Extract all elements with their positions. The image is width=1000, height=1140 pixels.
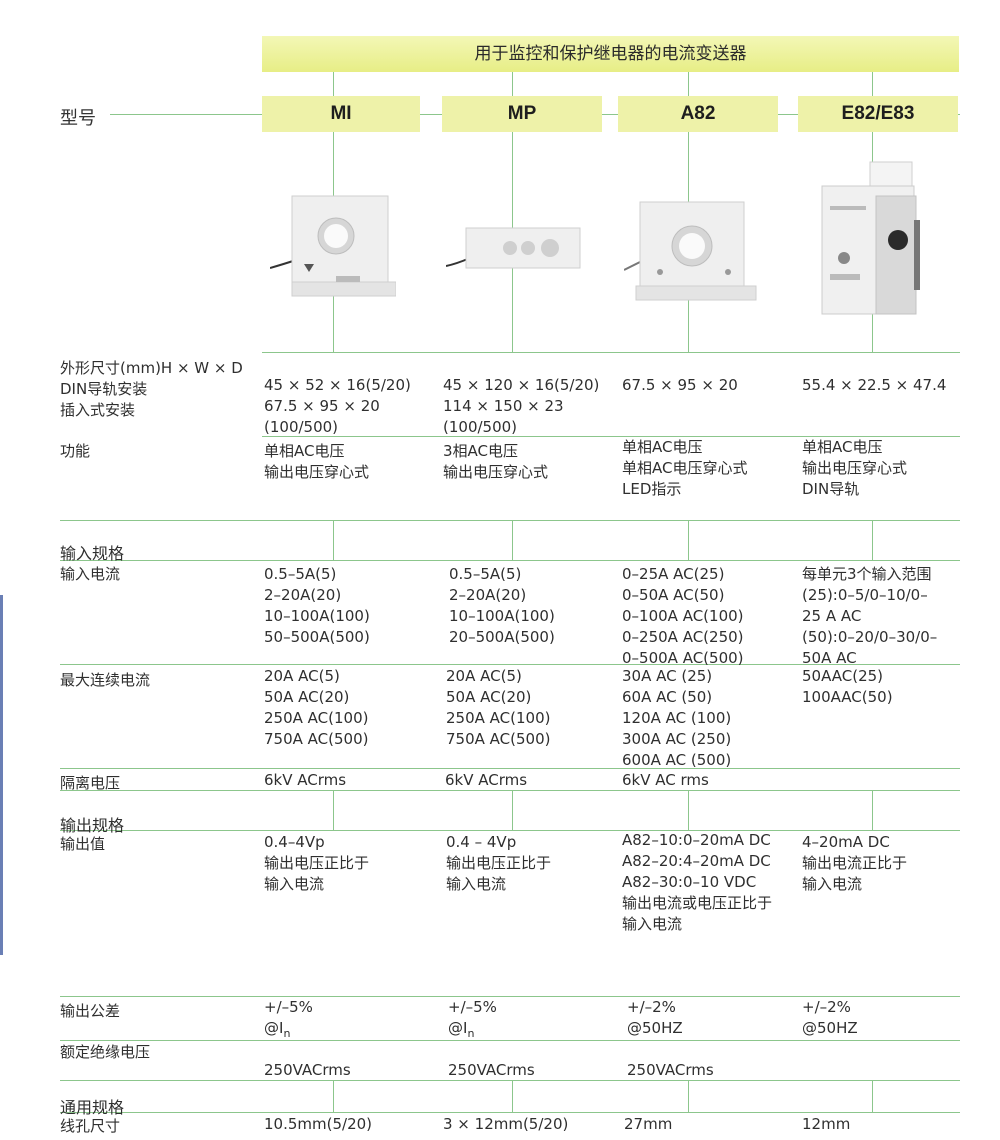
row-separator	[60, 768, 960, 769]
section-output-spec: 输出规格	[60, 816, 125, 835]
row-separator	[60, 520, 960, 521]
tolerance-cond-sub: n	[467, 1027, 475, 1040]
cell-a82-function: 单相AC电压 单相AC电压穿心式 LED指示	[622, 438, 748, 498]
row-separator	[60, 830, 960, 831]
label-din-mount: DIN导轨安装	[60, 380, 148, 398]
ct-mp-icon	[445, 210, 586, 290]
tolerance-cond-text: @I	[264, 1019, 284, 1037]
row-separator	[262, 352, 960, 353]
cell-a82-input-current: 0–25A AC(25) 0–50A AC(50) 0–100A AC(100)…	[622, 565, 744, 667]
cell-a82-rated-insulation: 250VACrms	[627, 1061, 714, 1079]
model-mp: MP	[442, 96, 602, 132]
cell-e82-max-current: 50AAC(25) 100AAC(50)	[802, 667, 893, 706]
cell-a82-output-value: A82–10:0–20mA DC A82–20:4–20mA DC A82–30…	[622, 831, 773, 933]
model-mi: MI	[262, 96, 420, 132]
connector-line	[512, 1080, 513, 1112]
connector-line	[872, 1080, 873, 1112]
cell-a82-tolerance-cond: @50HZ	[627, 1019, 683, 1037]
connector-line	[872, 790, 873, 830]
connector-line	[688, 790, 689, 830]
row-separator	[60, 790, 960, 791]
connector-line	[333, 520, 334, 560]
cell-mi-rated-insulation: 250VACrms	[264, 1061, 351, 1079]
cell-e82-function: 单相AC电压 输出电压穿心式 DIN导轨	[802, 438, 908, 498]
section-input-spec: 输入规格	[60, 544, 125, 563]
connector-line	[688, 1080, 689, 1112]
section-general-spec: 通用规格	[60, 1098, 125, 1117]
row-separator	[60, 1080, 960, 1081]
cell-mp-tolerance: +/–5%	[448, 998, 497, 1016]
tolerance-cond-text: @I	[448, 1019, 468, 1037]
connector-line	[333, 790, 334, 830]
cell-mi-input-current: 0.5–5A(5) 2–20A(20) 10–100A(100) 50–500A…	[264, 565, 370, 646]
cell-mp-hole-size: 3 × 12mm(5/20)	[443, 1115, 569, 1133]
cell-mi-tolerance-cond: @In	[264, 1018, 290, 1044]
cell-a82-hole-size: 27mm	[624, 1115, 673, 1133]
cell-e82-input-current: 每单元3个输入范围 (25):0–5/0–10/0– 25 A AC (50):…	[802, 565, 938, 667]
label-dims: 外形尺寸(mm)H × W × D	[60, 359, 243, 377]
label-isolation: 隔离电压	[60, 774, 121, 792]
label-hole-size: 线孔尺寸	[60, 1117, 121, 1135]
cell-mi-max-current: 20A AC(5) 50A AC(20) 250A AC(100) 750A A…	[264, 667, 369, 748]
connector-line	[512, 790, 513, 830]
label-plug-mount: 插入式安装	[60, 401, 136, 419]
row-separator	[60, 996, 960, 997]
row-separator	[60, 664, 960, 665]
connector-line	[333, 1080, 334, 1112]
row-separator	[60, 1040, 960, 1041]
label-max-current: 最大连续电流	[60, 671, 151, 689]
cell-a82-isolation: 6kV AC rms	[622, 771, 709, 789]
model-a82: A82	[618, 96, 778, 132]
cell-e82-dims: 55.4 × 22.5 × 47.4	[802, 376, 947, 394]
left-edge-bar	[0, 595, 3, 955]
cell-a82-dims: 67.5 × 95 × 20	[622, 376, 738, 394]
cell-e82-output-value: 4–20mA DC 输出电流正比于 输入电流	[802, 833, 908, 893]
cell-mp-output-value: 0.4 – 4Vp 输出电压正比于 输入电流	[446, 833, 552, 893]
tolerance-cond-sub: n	[283, 1027, 291, 1040]
connector-line	[333, 72, 334, 96]
cell-mp-max-current: 20A AC(5) 50A AC(20) 250A AC(100) 750A A…	[446, 667, 551, 748]
label-output-value: 输出值	[60, 835, 106, 853]
cell-mi-output-value: 0.4–4Vp 输出电压正比于 输入电流	[264, 833, 370, 893]
model-label: 型号	[60, 108, 96, 129]
connector-line	[872, 520, 873, 560]
cell-mi-function: 单相AC电压 输出电压穿心式	[264, 442, 370, 481]
ct-mi-icon	[269, 190, 397, 300]
cell-a82-max-current: 30A AC (25) 60A AC (50) 120A AC (100) 30…	[622, 667, 732, 769]
row-separator	[60, 560, 960, 561]
connector-line	[688, 520, 689, 560]
connector-line	[872, 72, 873, 96]
cell-e82-tolerance: +/–2%	[802, 998, 851, 1016]
label-rated-insulation: 额定绝缘电压	[60, 1043, 151, 1061]
cell-e82-hole-size: 12mm	[802, 1115, 851, 1133]
cell-mi-dims: 45 × 52 × 16(5/20) 67.5 × 95 × 20 (100/5…	[264, 376, 411, 436]
cell-mp-rated-insulation: 250VACrms	[448, 1061, 535, 1079]
cell-mp-dims: 45 × 120 × 16(5/20) 114 × 150 × 23 (100/…	[443, 376, 600, 436]
cell-mp-input-current: 0.5–5A(5) 2–20A(20) 10–100A(100) 20–500A…	[449, 565, 555, 646]
ct-a82-icon	[623, 196, 764, 304]
page-banner-title: 用于监控和保护继电器的电流变送器	[262, 36, 959, 72]
cell-mi-isolation: 6kV ACrms	[264, 771, 347, 789]
cell-mp-function: 3相AC电压 输出电压穿心式	[443, 442, 549, 481]
cell-mi-tolerance: +/–5%	[264, 998, 313, 1016]
label-input-current: 输入电流	[60, 565, 121, 583]
cell-mp-tolerance-cond: @In	[448, 1018, 474, 1044]
cell-a82-tolerance: +/–2%	[627, 998, 676, 1016]
model-e82-e83: E82/E83	[798, 96, 958, 132]
row-separator	[60, 1112, 960, 1113]
label-function: 功能	[60, 442, 91, 460]
ct-e82-icon	[814, 160, 924, 320]
connector-line	[688, 72, 689, 96]
connector-line	[512, 520, 513, 560]
cell-mp-isolation: 6kV ACrms	[445, 771, 528, 789]
cell-e82-tolerance-cond: @50HZ	[802, 1019, 858, 1037]
label-output-tolerance: 输出公差	[60, 1002, 121, 1020]
connector-line	[512, 72, 513, 96]
cell-mi-hole-size: 10.5mm(5/20)	[264, 1115, 373, 1133]
row-separator	[262, 436, 960, 437]
